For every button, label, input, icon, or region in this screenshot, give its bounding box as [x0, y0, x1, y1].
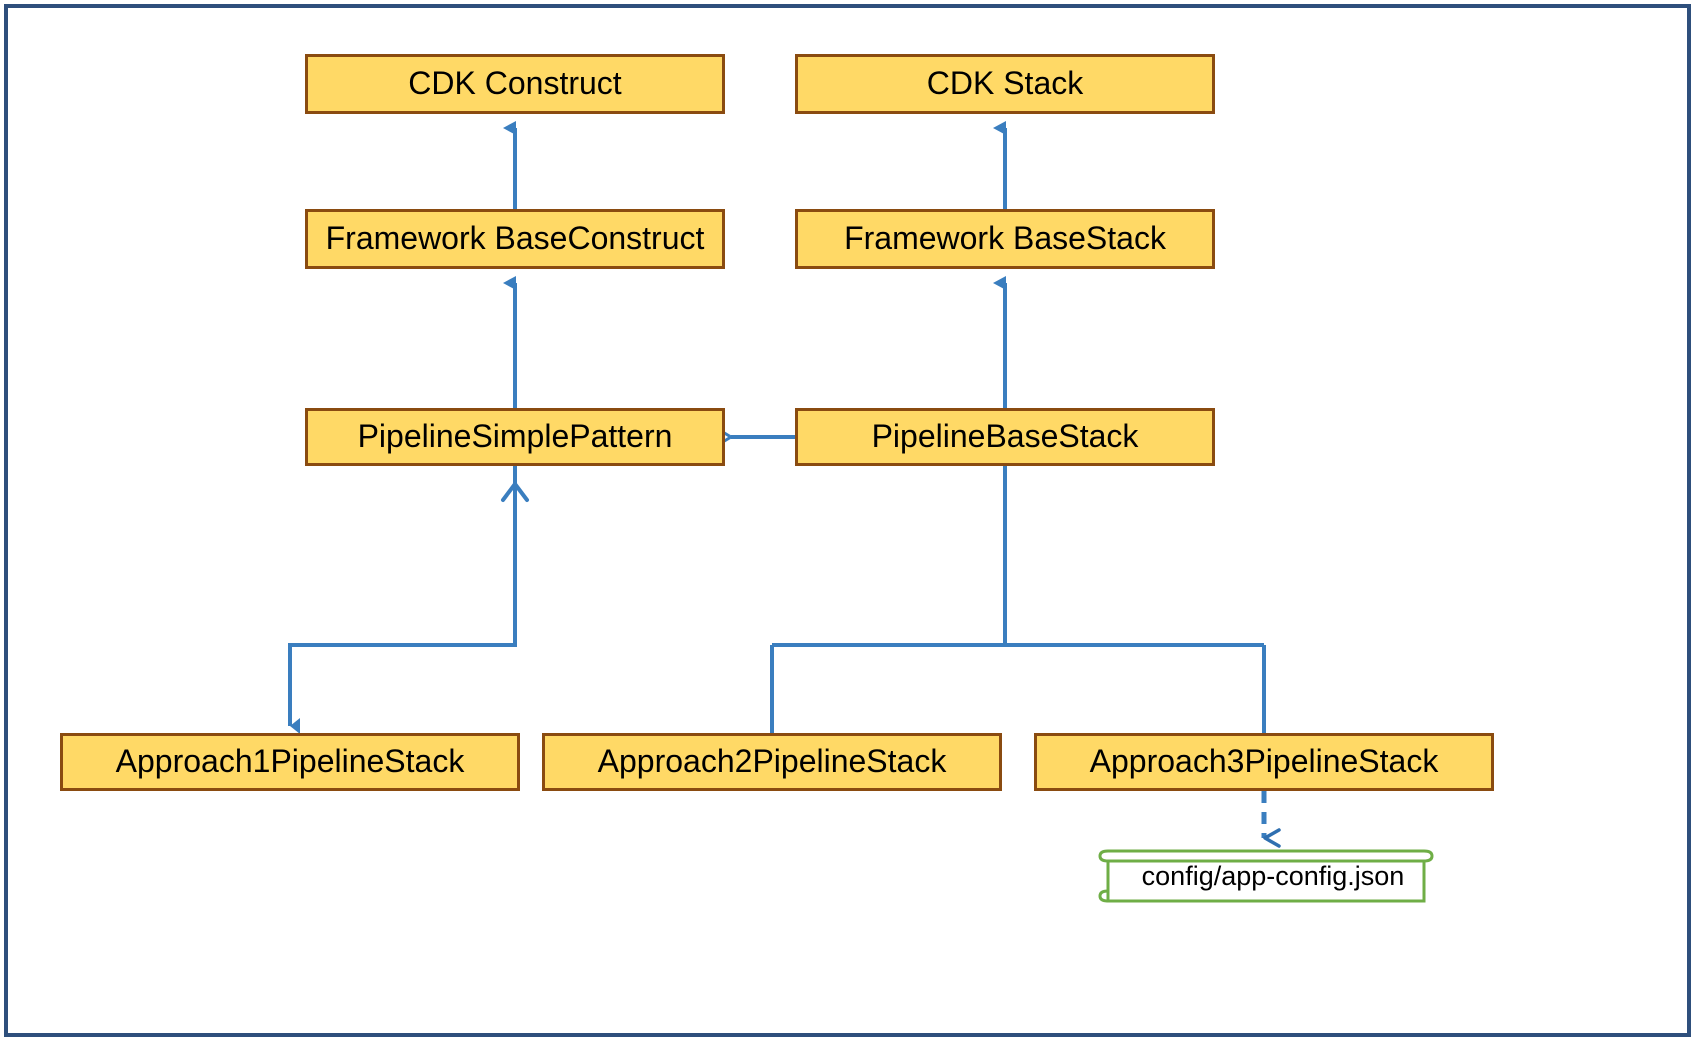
node-label-pipeline-base-stack: PipelineBaseStack	[871, 418, 1139, 455]
node-label-approach2-pipeline-stack: Approach2PipelineStack	[597, 743, 947, 780]
node-approach1-pipeline-stack[interactable]: Approach1PipelineStack	[60, 733, 520, 791]
node-label-framework-basestack: Framework BaseStack	[844, 220, 1166, 257]
node-cdk-stack[interactable]: CDK Stack	[795, 54, 1215, 114]
node-pipeline-base-stack[interactable]: PipelineBaseStack	[795, 408, 1215, 466]
node-label-approach3-pipeline-stack: Approach3PipelineStack	[1089, 743, 1439, 780]
edge-approach2-to-basestack	[770, 466, 1264, 733]
file-node-label: config/app-config.json	[1141, 860, 1405, 891]
node-config-app-config-json[interactable]: config/app-config.json	[1096, 845, 1436, 907]
node-approach3-pipeline-stack[interactable]: Approach3PipelineStack	[1034, 733, 1494, 791]
node-label-approach1-pipeline-stack: Approach1PipelineStack	[115, 743, 465, 780]
node-label-framework-baseconstruct: Framework BaseConstruct	[325, 220, 705, 257]
node-label-cdk-stack: CDK Stack	[926, 65, 1084, 102]
node-cdk-construct[interactable]: CDK Construct	[305, 54, 725, 114]
node-approach2-pipeline-stack[interactable]: Approach2PipelineStack	[542, 733, 1002, 791]
node-pipeline-simple-pattern[interactable]: PipelineSimplePattern	[305, 408, 725, 466]
file-node-shape	[1098, 849, 1434, 903]
edge-approach1-to-simplepattern	[288, 466, 529, 734]
node-label-pipeline-simple-pattern: PipelineSimplePattern	[357, 418, 673, 455]
node-label-cdk-construct: CDK Construct	[408, 65, 622, 102]
node-framework-baseconstruct[interactable]: Framework BaseConstruct	[305, 209, 725, 269]
node-framework-basestack[interactable]: Framework BaseStack	[795, 209, 1215, 269]
